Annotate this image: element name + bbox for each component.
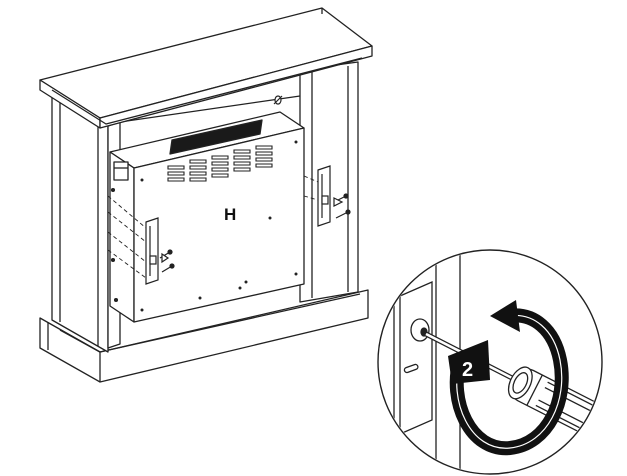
detail-slot: [403, 363, 419, 374]
insert-top-vent: [169, 119, 263, 155]
back-panel-hole: [273, 95, 283, 105]
left-mounting-bracket: [145, 217, 159, 285]
fireplace-insert: [109, 111, 305, 323]
insert-screws: [140, 140, 298, 312]
louver-group-4: [233, 149, 251, 172]
insert-control-panel: [113, 161, 129, 181]
left-bracket-screws: [159, 249, 175, 273]
right-bracket-screws: [333, 193, 351, 219]
insert-label-h: H: [224, 205, 236, 224]
insert-front: [133, 127, 305, 323]
louver-group-5: [255, 145, 273, 168]
louver-group-2: [189, 159, 207, 182]
detail-bracket: [399, 281, 433, 435]
clockwise-rotation-arrow-icon: [448, 300, 569, 456]
insert-louvers: [167, 145, 273, 182]
right-mounting-bracket: [317, 165, 331, 227]
louver-group-3: [211, 155, 229, 178]
step-number-label: 2: [462, 359, 473, 381]
louver-group-1: [167, 165, 185, 182]
alignment-lines: [107, 175, 319, 279]
detail-callout: 2: [377, 249, 603, 475]
